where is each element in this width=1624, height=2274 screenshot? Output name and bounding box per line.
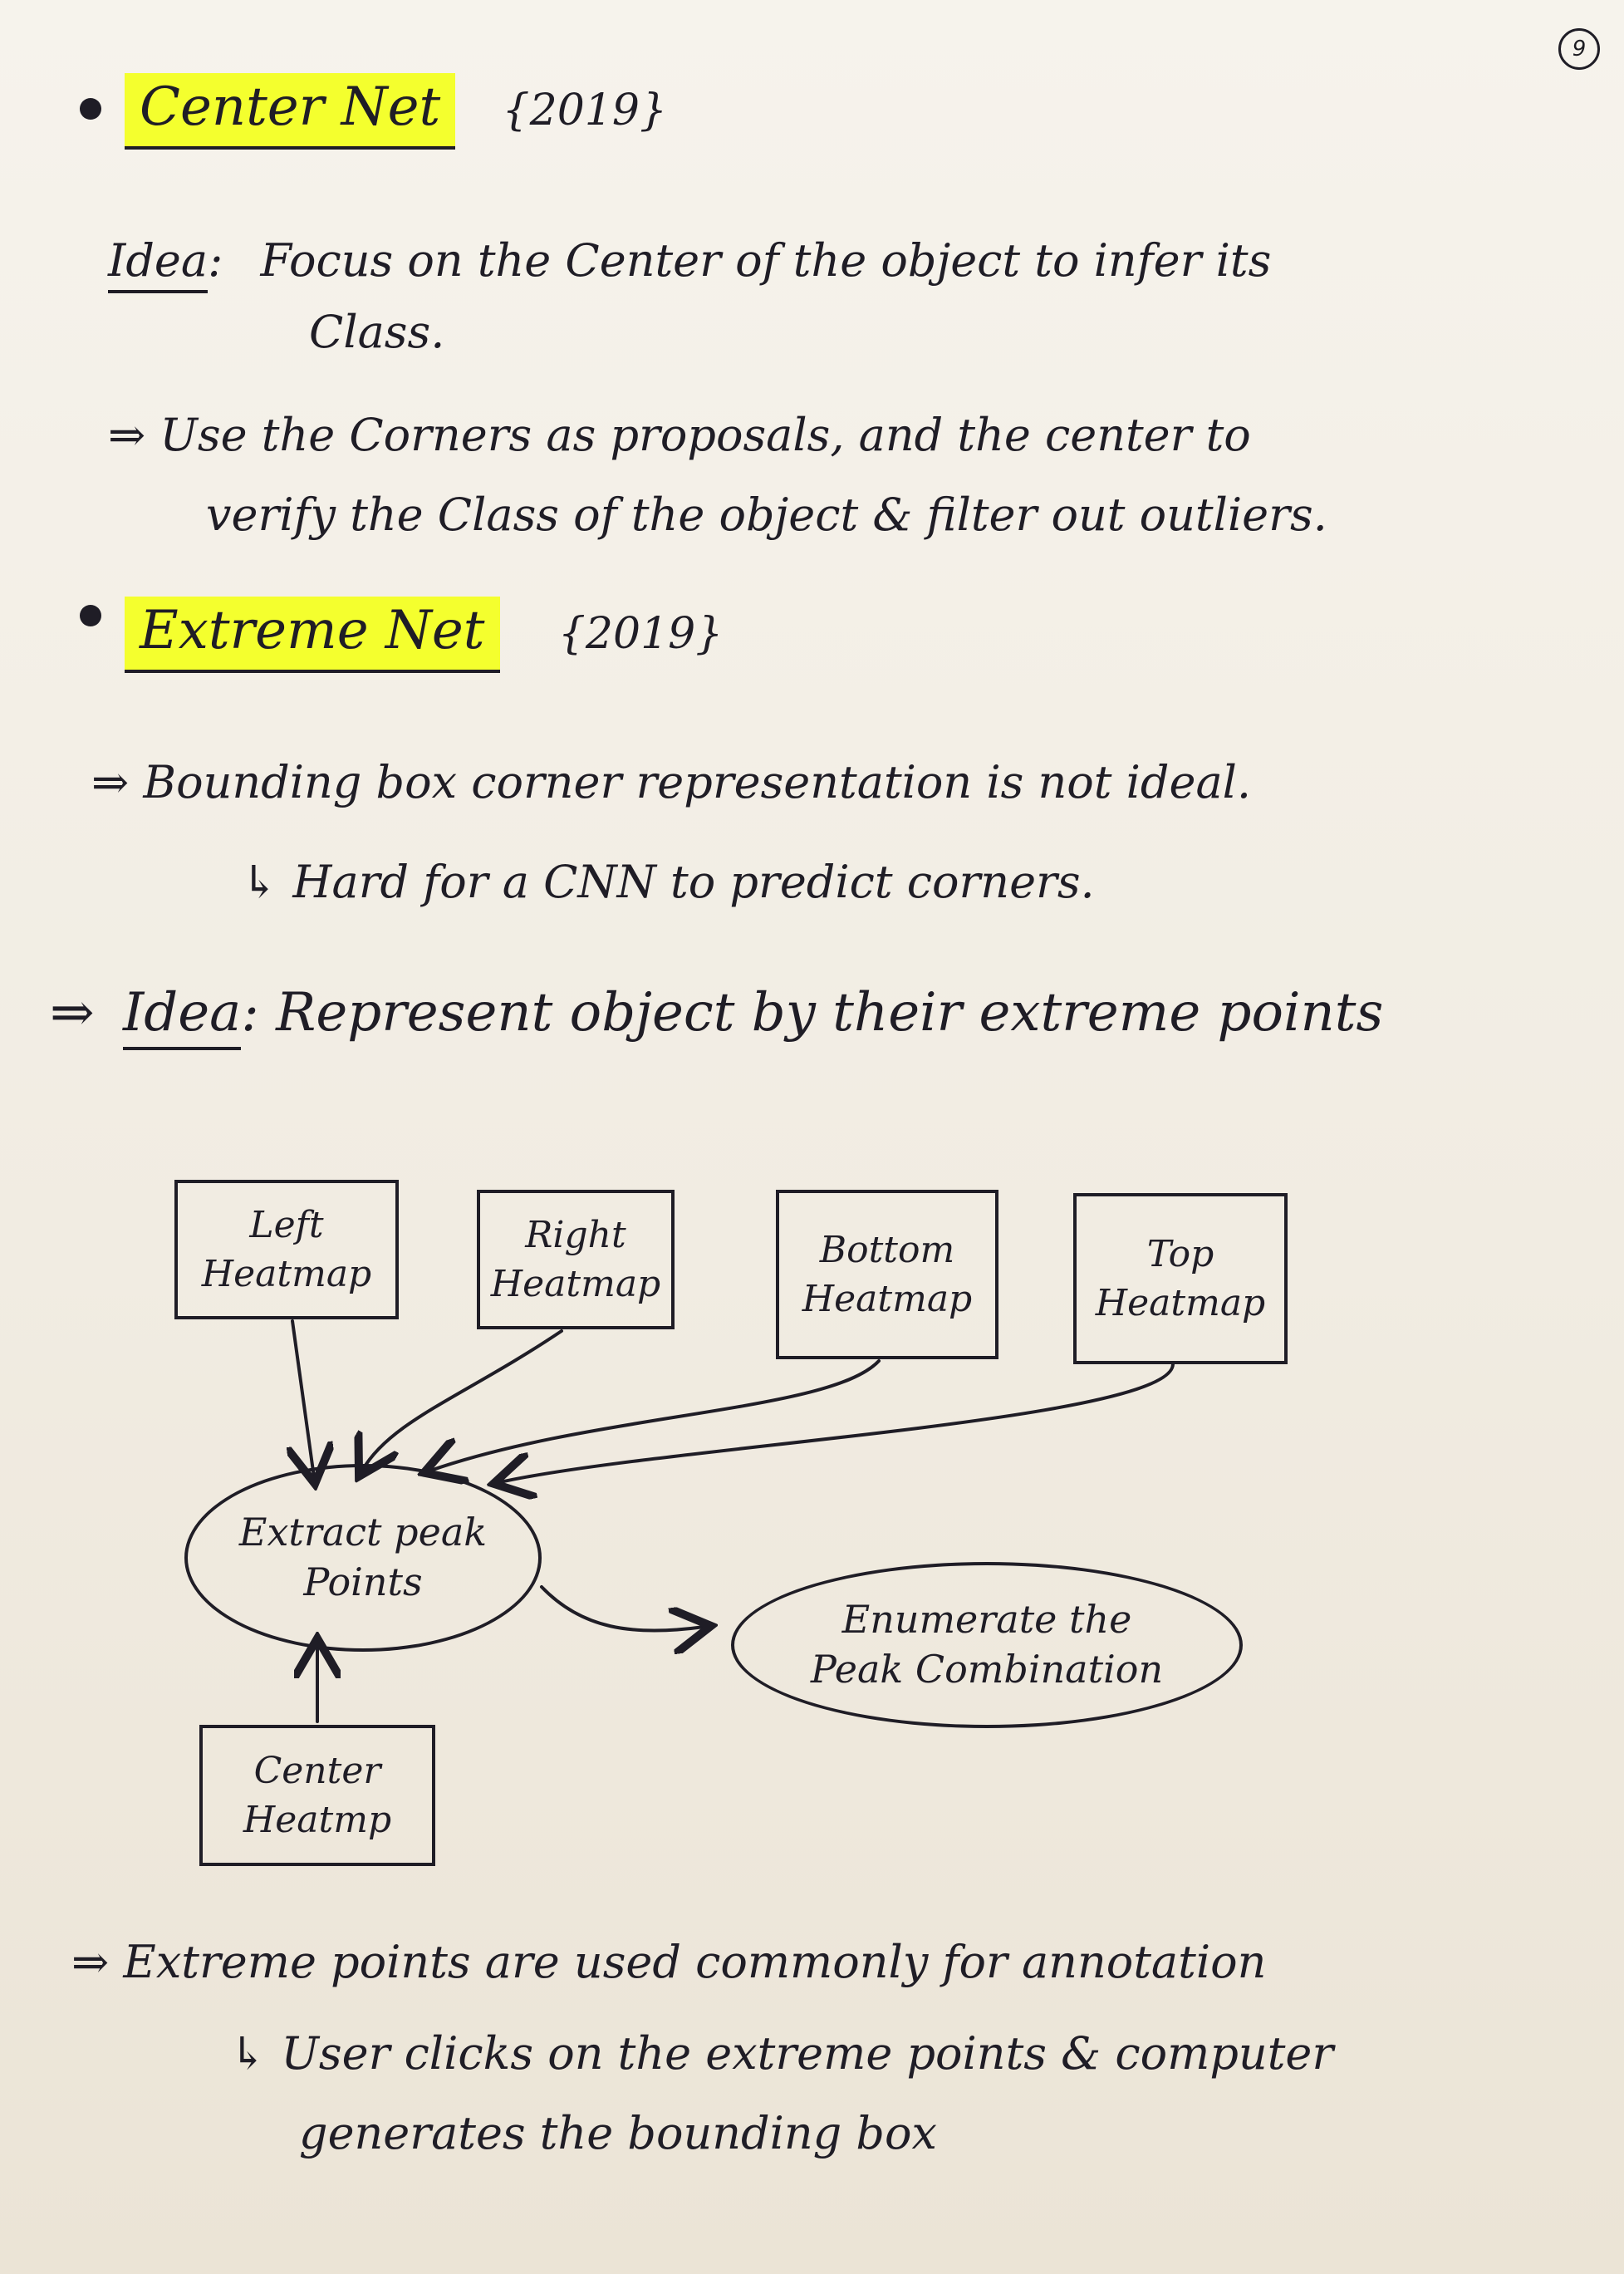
idea-arrow: ⇒ [50,982,95,1044]
arrow-top-to-extract [500,1363,1175,1482]
extreme-net-heading: Extreme Net {2019} [125,597,724,673]
center-net-heading: Center Net {2019} [125,73,668,150]
bullet-center-net [80,98,101,120]
right-heatmap-box: Right Heatmap [477,1190,675,1329]
arrow-left-to-extract [292,1319,314,1477]
arrow-bottom-to-extract [430,1359,881,1471]
footer-line1: ⇒ Extreme points are used commonly for a… [71,1936,1267,1988]
top-heatmap-box: Top Heatmap [1073,1193,1288,1364]
center-net-idea-line1: Idea: Focus on the Center of the object … [108,234,1272,293]
arrow-right-to-extract [362,1329,563,1471]
box-label-line1: Right [525,1213,626,1256]
idea-colon: : [208,234,223,287]
extreme-net-idea: ⇒ Idea: Represent object by their extrem… [50,982,1384,1050]
box-label-line1: Center [253,1749,381,1792]
center-heatmap-box: Center Heatmp [199,1725,435,1866]
box-label-line2: Heatmap [201,1253,372,1295]
extreme-net-line2: ↳ Hard for a CNN to predict corners. [241,856,1095,908]
extreme-net-line1: ⇒ Bounding box corner representation is … [91,756,1252,808]
center-net-arrow-line2: verify the Class of the object & filter … [206,489,1327,541]
arrow-extract-to-enumerate [540,1585,704,1631]
box-label-line1: Left [249,1203,324,1246]
footer-line3: generates the bounding box [299,2107,937,2159]
box-label-line2: Heatmp [243,1799,392,1841]
left-heatmap-box: Left Heatmap [174,1180,399,1319]
node-label-line1: Extract peak [238,1510,488,1555]
box-label-line2: Heatmap [1095,1282,1266,1324]
center-net-year: {2019} [502,86,668,135]
box-label-line2: Heatmap [802,1278,973,1320]
idea-label-2: Idea [122,982,242,1050]
enumerate-peak-combination-node: Enumerate the Peak Combination [731,1562,1243,1728]
idea-text: Focus on the Center of the object to inf… [260,234,1272,287]
node-label-line1: Enumerate the [841,1597,1132,1643]
bottom-heatmap-box: Bottom Heatmap [776,1190,998,1359]
box-label-line1: Top [1146,1232,1214,1275]
idea-label: Idea [108,234,209,293]
box-label-line1: Bottom [819,1228,955,1271]
node-label-line2: Points [303,1559,423,1604]
extreme-net-title: Extreme Net [125,597,500,673]
node-label-line2: Peak Combination [810,1647,1164,1692]
center-net-idea-line2: Class. [309,306,445,358]
page-number: 9 [1558,28,1600,70]
idea-text-2: : Represent object by their extreme poin… [241,982,1384,1044]
center-net-title: Center Net [125,73,456,150]
box-label-line2: Heatmap [490,1263,661,1305]
footer-line2: ↳ User clicks on the extreme points & co… [229,2027,1334,2080]
extreme-net-year: {2019} [557,609,724,659]
center-net-arrow-line1: ⇒ Use the Corners as proposals, and the … [108,409,1251,461]
bullet-extreme-net [80,605,101,626]
